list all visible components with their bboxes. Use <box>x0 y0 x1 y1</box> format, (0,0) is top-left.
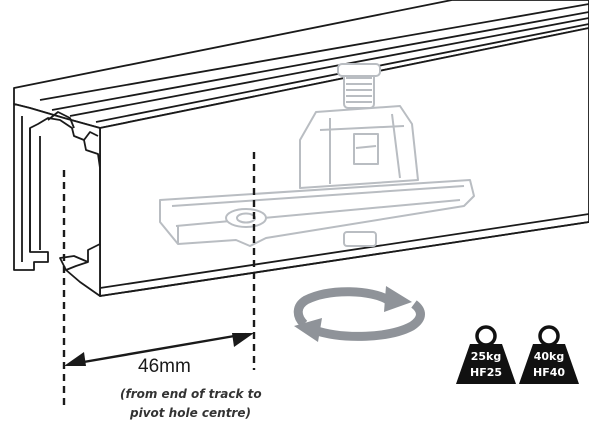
reference-lines <box>62 152 256 410</box>
dimension-value: 46mm <box>138 356 191 377</box>
weight-load-25: 25kg <box>471 350 502 363</box>
weight-code-25: HF25 <box>470 366 502 379</box>
dimension-arrow <box>64 332 254 366</box>
weight-code-40: HF40 <box>533 366 565 379</box>
track-top-groove <box>39 3 589 123</box>
track-bottom-lip <box>99 213 589 297</box>
rotate-arrows-icon <box>293 286 425 342</box>
dimension-note-line2: pivot hole centre) <box>129 406 251 420</box>
glider-bracket <box>159 63 475 247</box>
dimension-note-line1: (from end of track to <box>120 387 262 401</box>
track-end-profile <box>13 103 101 297</box>
weight-icon-25kg: 25kg HF25 <box>456 325 516 384</box>
weight-load-40: 40kg <box>534 350 565 363</box>
weight-icon-40kg: 40kg HF40 <box>519 325 579 384</box>
